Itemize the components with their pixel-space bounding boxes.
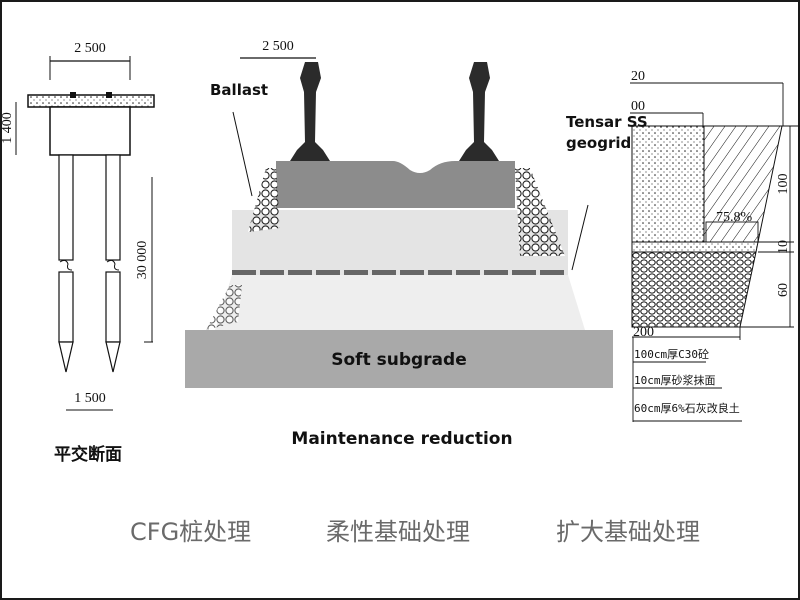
exp-dim-right-2: 10 [776, 240, 791, 254]
exp-dim-top-inner: 00 [631, 99, 645, 114]
ballast-leader-line [232, 111, 253, 197]
rail-seat [106, 92, 112, 98]
label-ballast: Ballast [210, 81, 268, 99]
label-soft-subgrade: Soft subgrade [331, 350, 466, 370]
rail-right [459, 62, 499, 161]
label-maintenance-reduction: Maintenance reduction [291, 429, 512, 449]
ballast-layer [276, 161, 515, 208]
subballast-layer [232, 210, 568, 275]
rail-seat [70, 92, 76, 98]
flex-dim-top: 2 500 [262, 39, 294, 54]
lime-soil-layer [631, 251, 757, 328]
ballast-stones-right [515, 168, 565, 256]
geogrid [232, 270, 564, 275]
exp-dim-bottom: 200 [633, 325, 654, 340]
ballast-stones-left [248, 168, 280, 232]
expanded-foundation-diagram: 20 00 75.8% 100 10 60 200 100cm厚C30砼 10c… [628, 69, 800, 422]
caption-cfg-pile: CFG桩处理 [130, 518, 252, 546]
legend-item: 100cm厚C30砼 [634, 348, 709, 361]
flexible-foundation-diagram: 2 500 Soft subgrade Ballast [185, 39, 648, 449]
cfg-section-title: 平交断面 [54, 444, 122, 465]
legend-item: 60cm厚6%石灰改良土 [634, 401, 740, 415]
c30-concrete-block [631, 125, 705, 243]
cfg-dim-height: 1 400 [0, 112, 15, 144]
cfg-dim-pile-length: 30 000 [135, 241, 150, 280]
exp-dim-top-outer: 20 [631, 69, 645, 84]
exp-dim-right-1: 100 [776, 174, 791, 195]
geogrid-leader-line [571, 204, 589, 271]
legend-item: 10cm厚砂浆抹面 [634, 373, 716, 387]
pile-right [105, 154, 121, 373]
lower-fill-layer [215, 275, 585, 330]
soft-subgrade-layer [185, 330, 613, 388]
caption-expanded-foundation: 扩大基础处理 [556, 518, 700, 546]
exp-slope-label: 75.8% [716, 210, 753, 225]
ballast-stones-lower [206, 285, 242, 330]
cfg-pile-diagram: 2 500 1 400 30 000 1 500 平交断面 [0, 41, 155, 465]
slab [27, 94, 155, 108]
label-geogrid-line1: Tensar SS [566, 113, 648, 131]
cfg-dim-pile-spacing: 1 500 [74, 391, 106, 406]
mortar-layer [631, 241, 759, 253]
pile-cap [49, 106, 131, 156]
rail-left [290, 62, 330, 161]
exp-dim-right-3: 60 [776, 283, 791, 297]
cfg-dim-top: 2 500 [74, 41, 106, 56]
caption-flexible-foundation: 柔性基础处理 [326, 518, 470, 546]
label-geogrid-line2: geogrid [566, 134, 631, 152]
pile-left [58, 154, 74, 373]
